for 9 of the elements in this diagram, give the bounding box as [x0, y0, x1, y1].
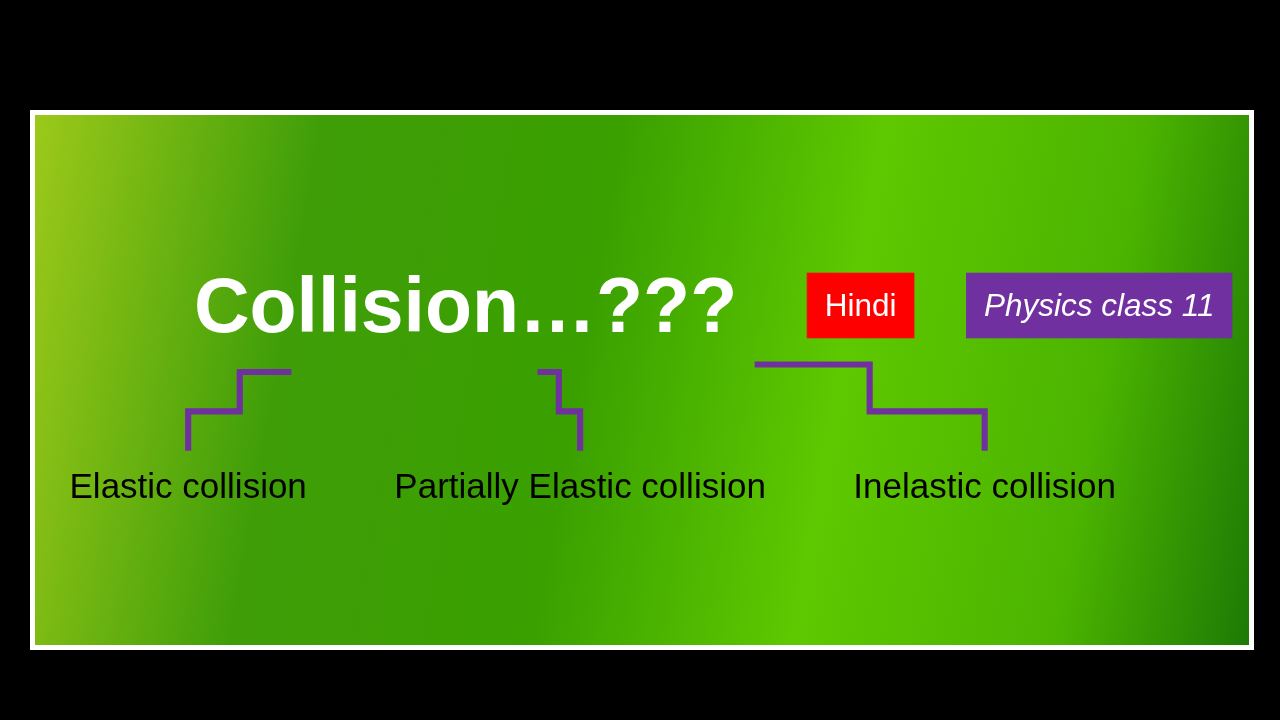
node-box: Hindi [806, 272, 915, 339]
connector [754, 361, 988, 454]
node-text: Inelastic collision [853, 466, 1116, 506]
node-text: Collision…??? [193, 261, 738, 349]
node-text: Elastic collision [69, 466, 307, 506]
connector [185, 369, 292, 454]
node-box: Physics class 11 [966, 272, 1233, 339]
connector [537, 369, 584, 454]
node-text: Partially Elastic collision [394, 466, 766, 506]
